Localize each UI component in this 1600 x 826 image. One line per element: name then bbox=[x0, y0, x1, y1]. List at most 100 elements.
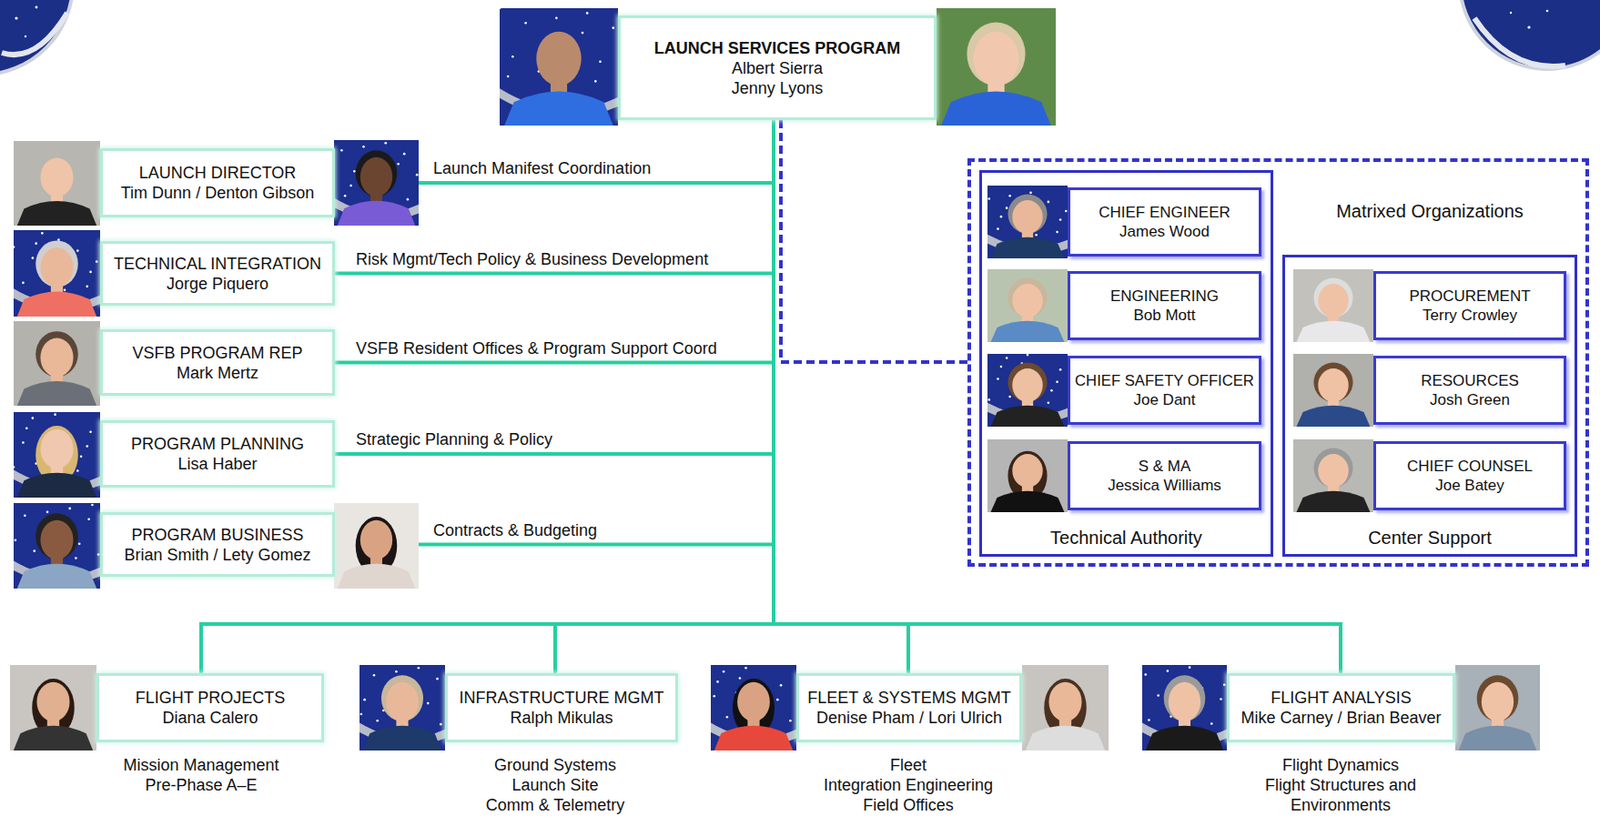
portrait-photo bbox=[1142, 665, 1227, 751]
description-text: Mission Management bbox=[91, 755, 311, 776]
photo-star bbox=[439, 723, 443, 727]
photo-star bbox=[1005, 356, 1009, 360]
box-name: Joe Batey bbox=[1435, 475, 1505, 496]
photo-star bbox=[21, 282, 25, 285]
photo-hair bbox=[35, 513, 79, 560]
photo-ground bbox=[334, 140, 419, 226]
photo-star bbox=[25, 426, 29, 430]
photo-star bbox=[363, 698, 366, 702]
photo-star bbox=[594, 80, 598, 83]
box-name: Jenny Lyons bbox=[731, 78, 823, 99]
connector-line bbox=[773, 120, 909, 674]
photo-shoulders bbox=[1296, 405, 1371, 427]
description-text: Launch Site bbox=[445, 775, 665, 796]
photo-star bbox=[1156, 694, 1160, 698]
photo-star bbox=[13, 245, 15, 249]
photo-star bbox=[779, 684, 783, 688]
org-box: FLEET & SYSTEMS MGMTDenise Pham / Lori U… bbox=[796, 673, 1023, 743]
photo-star bbox=[417, 667, 421, 670]
portrait-photo bbox=[1293, 439, 1374, 513]
box-name: Brian Smith / Lety Gomez bbox=[123, 545, 311, 566]
photo-star bbox=[87, 517, 91, 521]
photo-star bbox=[13, 465, 15, 469]
photo-star bbox=[1050, 389, 1054, 393]
group-frame: PROCUREMENTTerry CrowleyRESOURCESJosh Gr… bbox=[1282, 254, 1578, 557]
photo-shoulders bbox=[941, 91, 1052, 126]
photo-face bbox=[536, 31, 581, 86]
portrait-photo bbox=[1022, 665, 1109, 751]
photo-hair bbox=[1007, 363, 1047, 403]
org-box: CHIEF SAFETY OFFICERJoe Dant bbox=[1067, 355, 1262, 426]
portrait-photo bbox=[1293, 269, 1374, 343]
photo-face bbox=[1012, 368, 1043, 403]
photo-star bbox=[1223, 683, 1226, 687]
box-title: CHIEF ENGINEER bbox=[1098, 202, 1231, 223]
photo-star bbox=[1210, 722, 1214, 726]
connector-line bbox=[555, 120, 774, 674]
portrait-photo bbox=[987, 185, 1068, 259]
logo-star bbox=[35, 6, 39, 10]
photo-star bbox=[1047, 401, 1051, 405]
photo-ground bbox=[10, 665, 97, 751]
photo-star bbox=[716, 680, 719, 684]
photo-star bbox=[91, 504, 94, 507]
org-box: LAUNCH DIRECTORTim Dunn / Denton Gibson bbox=[100, 148, 335, 218]
box-name: Denise Pham / Lori Ulrich bbox=[816, 708, 1003, 729]
box-name: Mark Mertz bbox=[176, 363, 259, 384]
photo-hair bbox=[1477, 675, 1519, 722]
box-title: S & MA bbox=[1138, 456, 1192, 476]
photo-star bbox=[1000, 215, 1003, 219]
logo-disc bbox=[1459, 0, 1600, 70]
photo-star bbox=[726, 716, 730, 719]
photo-ground bbox=[1293, 269, 1374, 343]
box-title: ENGINEERING bbox=[1110, 286, 1219, 306]
photo-star bbox=[21, 441, 25, 445]
photo-ground bbox=[13, 321, 101, 406]
description-text: Flight Dynamics bbox=[1249, 755, 1432, 776]
photo-star bbox=[1005, 206, 1009, 210]
box-name: Tim Dunn / Denton Gibson bbox=[121, 182, 314, 203]
photo-star bbox=[97, 553, 101, 557]
photo-face bbox=[40, 338, 73, 378]
photo-face bbox=[1048, 682, 1082, 722]
logo-star bbox=[14, 16, 18, 20]
photo-hair bbox=[35, 331, 79, 377]
photo-ground bbox=[936, 8, 1056, 126]
box-title: FLIGHT PROJECTS bbox=[135, 688, 286, 709]
group-frame: CHIEF ENGINEERJames WoodENGINEERINGBob M… bbox=[967, 158, 1590, 568]
connector-line bbox=[334, 120, 774, 274]
photo-star bbox=[435, 678, 439, 681]
photo-shoulders bbox=[991, 405, 1065, 427]
photo-star bbox=[426, 702, 430, 706]
photo-hair bbox=[35, 240, 79, 287]
portrait-photo bbox=[13, 412, 101, 498]
box-title: VSFB PROGRAM REP bbox=[131, 343, 303, 364]
photo-star bbox=[23, 515, 27, 518]
portrait-photo bbox=[359, 665, 446, 751]
box-title: CHIEF COUNSEL bbox=[1407, 456, 1533, 476]
photo-star bbox=[612, 26, 616, 30]
photo-star bbox=[76, 469, 80, 473]
box-name: Lisa Haber bbox=[177, 454, 257, 475]
connector-line bbox=[334, 120, 774, 455]
org-box: CHIEF ENGINEERJames Wood bbox=[1067, 187, 1262, 257]
photo-ground bbox=[334, 503, 419, 589]
photo-shoulders bbox=[1296, 321, 1371, 343]
photo-star bbox=[1047, 201, 1051, 204]
portrait-photo bbox=[13, 141, 101, 226]
org-box: FLIGHT PROJECTSDiana Calero bbox=[96, 673, 325, 743]
photo-face bbox=[1012, 283, 1043, 318]
edge-label: VSFB Resident Offices & Program Support … bbox=[354, 338, 719, 359]
edge-label: Contracts & Budgeting bbox=[431, 520, 599, 541]
photo-shoulders bbox=[363, 726, 442, 751]
photo-star bbox=[996, 377, 1000, 381]
description-text: Fleet bbox=[789, 755, 1027, 776]
photo-face bbox=[40, 520, 73, 560]
photo-shoulders bbox=[714, 726, 793, 751]
box-name: Bob Mott bbox=[1133, 305, 1195, 325]
box-name: Jessica Williams bbox=[1107, 475, 1222, 496]
photo-star bbox=[74, 556, 78, 560]
photo-star bbox=[396, 162, 400, 166]
photo-star bbox=[1000, 365, 1003, 369]
